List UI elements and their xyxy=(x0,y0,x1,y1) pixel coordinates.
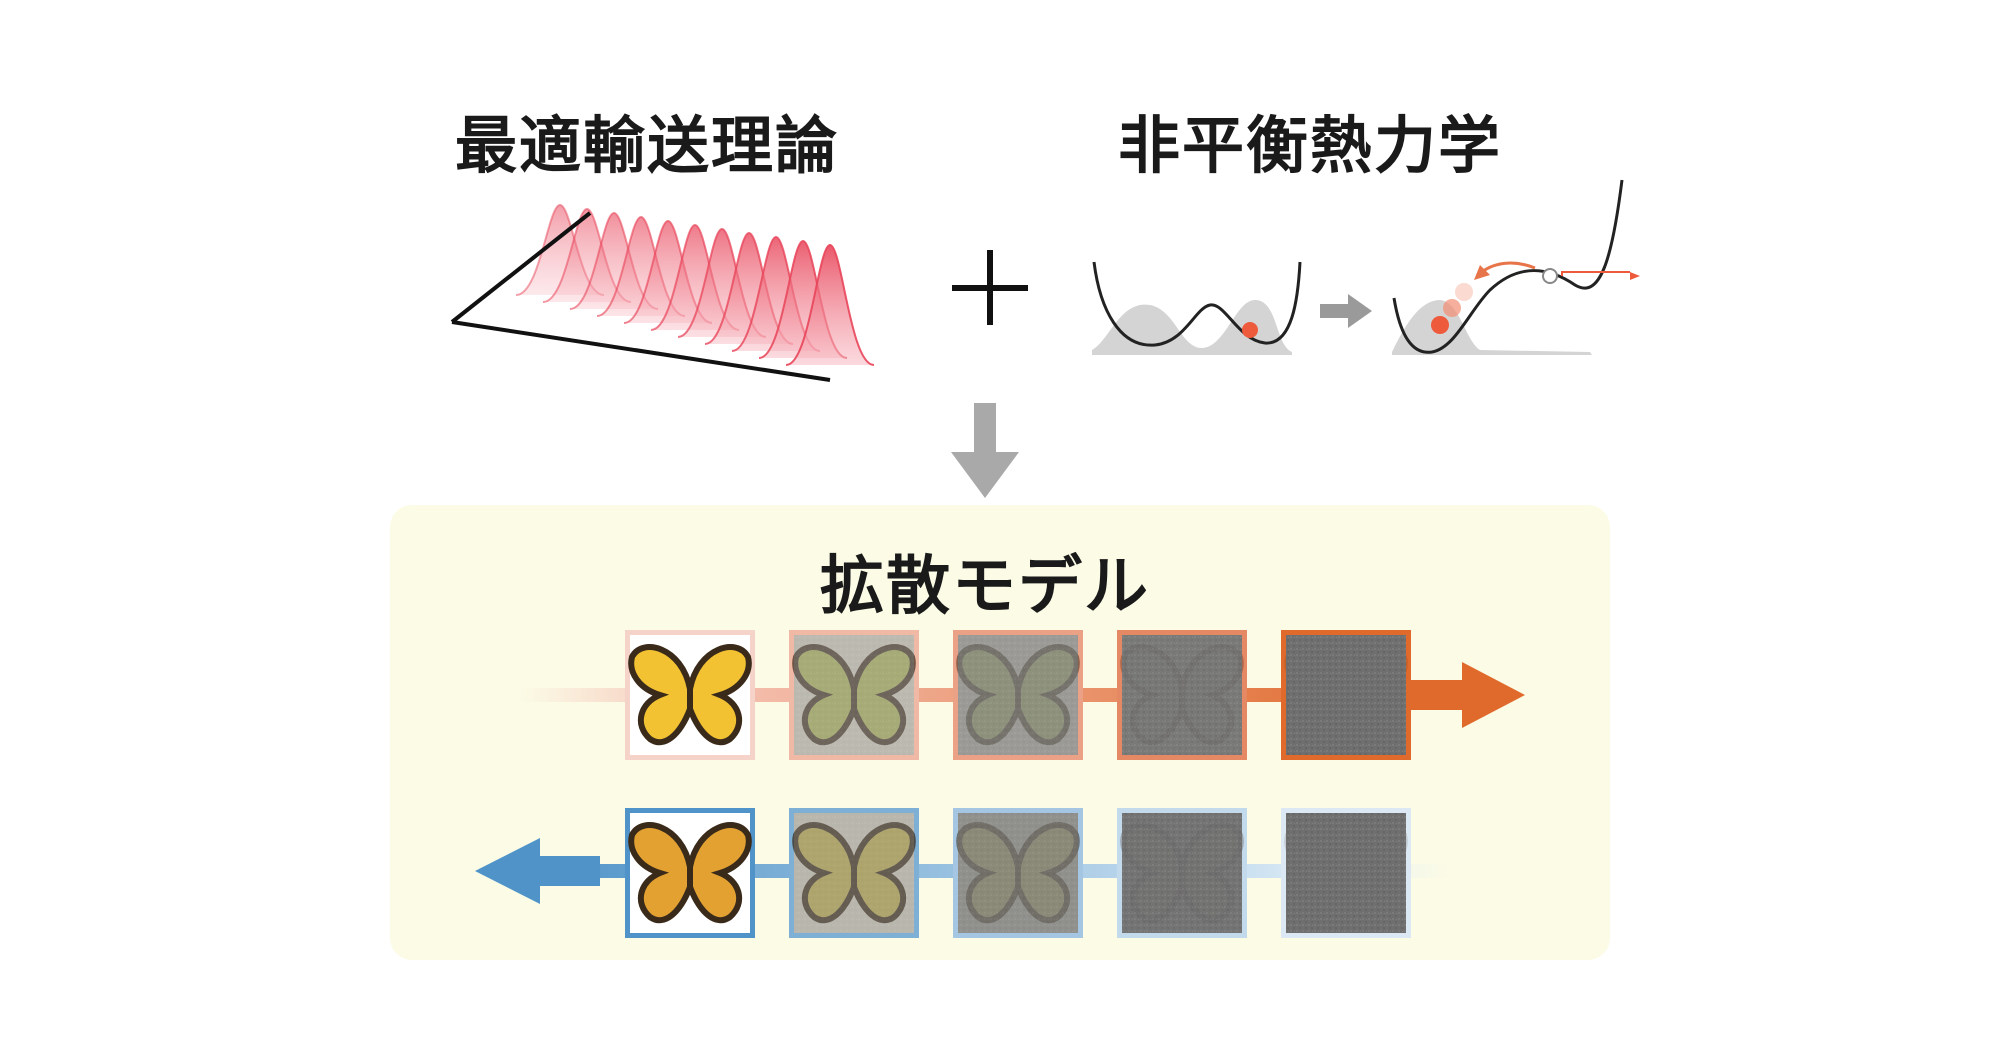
optimal-transport-illustration xyxy=(450,203,875,382)
diffusion-step-image xyxy=(789,630,919,760)
forward-process xyxy=(520,630,1525,760)
tilted-potential xyxy=(1392,179,1640,355)
diffusion-step-image xyxy=(625,808,755,938)
diffusion-model-title: 拡散モデル xyxy=(820,550,1150,624)
reverse-process xyxy=(475,808,1450,938)
density-peaks xyxy=(515,203,875,366)
arrow-down-icon xyxy=(951,403,1019,498)
diffusion-step-image xyxy=(625,630,755,760)
diffusion-step-image xyxy=(1117,630,1247,760)
arrow-right-icon xyxy=(1320,294,1372,328)
axis-line-bottom xyxy=(451,320,831,382)
double-well-potential xyxy=(1092,261,1302,355)
nonequilibrium-thermodynamics-title: 非平衡熱力学 xyxy=(1118,109,1503,182)
particle-origin xyxy=(1542,268,1558,284)
diffusion-step-image xyxy=(1117,808,1247,938)
particle xyxy=(1242,322,1258,338)
diffusion-step-image xyxy=(1281,630,1411,760)
density-peak xyxy=(786,245,874,365)
diffusion-step-image xyxy=(953,808,1083,938)
heat-wave-icon xyxy=(1561,271,1630,276)
diffusion-step-image xyxy=(789,808,919,938)
plus-icon xyxy=(952,250,1028,325)
axis-line-back xyxy=(450,211,592,324)
optimal-transport-title: 最適輸送理論 xyxy=(455,109,840,182)
arrow-right-icon xyxy=(1462,662,1525,728)
diffusion-step-image xyxy=(953,630,1083,760)
particle xyxy=(1431,316,1449,334)
diffusion-step-image xyxy=(1281,808,1411,938)
arrow-left-icon xyxy=(475,838,540,904)
